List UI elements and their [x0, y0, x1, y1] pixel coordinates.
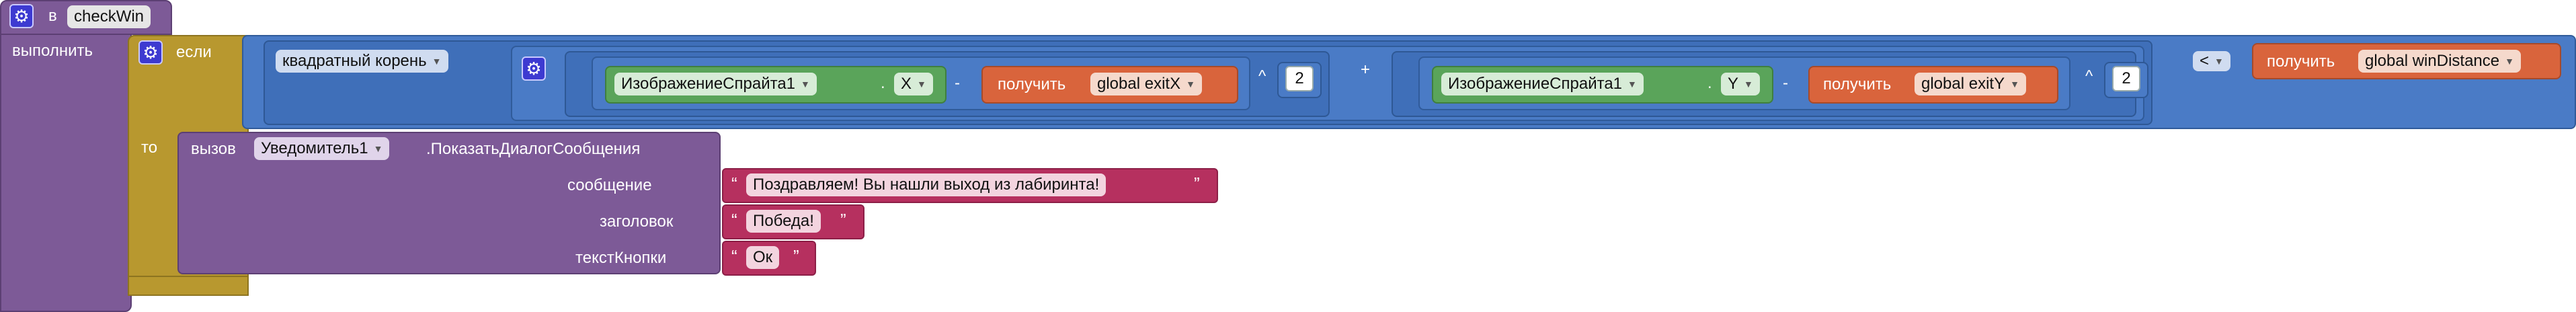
quote-close-button-text: ” — [793, 246, 799, 266]
minus-x: - — [955, 74, 960, 92]
component-name-y: ИзображениеСпрайта1 — [1448, 75, 1623, 93]
message-value: Поздравляем! Вы нашли выход из лабиринта… — [753, 176, 1100, 194]
compare-operator-dropdown[interactable]: < ▼ — [2193, 51, 2230, 71]
if-block-bottom — [128, 276, 249, 296]
procedure-gear-icon[interactable]: ⚙ — [9, 4, 34, 28]
property-dropdown-y[interactable]: Y ▼ — [1721, 73, 1760, 95]
get-label-windistance: получить — [2267, 52, 2335, 71]
exponent-y-value: 2 — [2122, 69, 2131, 87]
param-label-title: заголовок — [600, 212, 674, 231]
minus-y: - — [1783, 74, 1788, 92]
component-name-x: ИзображениеСпрайта1 — [621, 75, 796, 93]
chevron-down-icon: ▼ — [801, 79, 810, 89]
text-field-message[interactable]: Поздравляем! Вы нашли выход из лабиринта… — [746, 173, 1106, 196]
pow-x: ^ — [1258, 67, 1266, 85]
quote-open-button-text: “ — [731, 246, 737, 266]
then-label: то — [141, 139, 158, 157]
plus-operator: + — [1361, 61, 1371, 79]
exponent-x[interactable]: 2 — [1285, 66, 1314, 91]
property-name-y: Y — [1728, 75, 1739, 93]
procedure-name: checkWin — [74, 7, 145, 26]
if-gear-icon[interactable]: ⚙ — [138, 40, 163, 65]
get-label-y: получить — [1823, 75, 1892, 93]
notifier-name: Уведомитель1 — [261, 139, 368, 157]
procedure-body-rail — [0, 34, 132, 312]
call-label: вызов — [191, 140, 236, 158]
compare-operator: < — [2200, 52, 2210, 70]
notifier-dropdown[interactable]: Уведомитель1 ▼ — [254, 137, 390, 160]
variable-dropdown-windistance[interactable]: global winDistance ▼ — [2358, 50, 2521, 73]
procedure-do-label: выполнить — [12, 42, 93, 60]
quote-open-title: “ — [731, 210, 737, 230]
procedure-name-field[interactable]: checkWin — [67, 5, 151, 28]
text-field-button-text[interactable]: Ок — [746, 246, 780, 269]
chevron-down-icon: ▼ — [1627, 79, 1637, 89]
property-name-x: X — [901, 75, 912, 93]
variable-name-windistance: global winDistance — [2365, 52, 2500, 70]
quote-open-message: “ — [731, 173, 737, 194]
add-gear-icon[interactable]: ⚙ — [522, 56, 546, 81]
variable-name-y: global exitY — [1921, 75, 2005, 93]
button-text-value: Ок — [753, 248, 773, 266]
dot-x: . — [881, 74, 885, 92]
variable-name-x: global exitX — [1097, 75, 1181, 93]
title-value: Победа! — [753, 212, 814, 230]
variable-dropdown-y[interactable]: global exitY ▼ — [1915, 73, 2026, 95]
procedure-prefix: в — [48, 7, 57, 25]
text-field-title[interactable]: Победа! — [746, 210, 821, 233]
chevron-down-icon: ▼ — [1744, 79, 1753, 89]
exponent-y[interactable]: 2 — [2112, 66, 2140, 91]
quote-close-title: ” — [840, 210, 846, 230]
get-label-x: получить — [998, 75, 1066, 93]
if-label: если — [176, 43, 212, 61]
chevron-down-icon: ▼ — [917, 79, 926, 89]
pow-y: ^ — [2085, 67, 2093, 85]
component-dropdown-x[interactable]: ИзображениеСпрайта1 ▼ — [614, 73, 817, 95]
param-label-message: сообщение — [567, 176, 652, 194]
property-dropdown-x[interactable]: X ▼ — [894, 73, 933, 95]
dot-y: . — [1707, 74, 1712, 92]
exponent-x-value: 2 — [1295, 69, 1304, 87]
sqrt-dropdown[interactable]: квадратный корень ▼ — [276, 50, 448, 73]
method-name: .ПоказатьДиалогСообщения — [426, 140, 641, 158]
chevron-down-icon: ▼ — [432, 56, 442, 67]
sqrt-label: квадратный корень — [282, 52, 427, 70]
variable-dropdown-x[interactable]: global exitX ▼ — [1090, 73, 1202, 95]
chevron-down-icon: ▼ — [2010, 79, 2019, 89]
quote-close-message: ” — [1194, 173, 1200, 194]
chevron-down-icon: ▼ — [373, 143, 383, 154]
param-label-button-text: текстКнопки — [575, 249, 667, 267]
chevron-down-icon: ▼ — [2214, 56, 2224, 67]
component-dropdown-y[interactable]: ИзображениеСпрайта1 ▼ — [1441, 73, 1644, 95]
chevron-down-icon: ▼ — [1186, 79, 1195, 89]
chevron-down-icon: ▼ — [2505, 56, 2514, 67]
